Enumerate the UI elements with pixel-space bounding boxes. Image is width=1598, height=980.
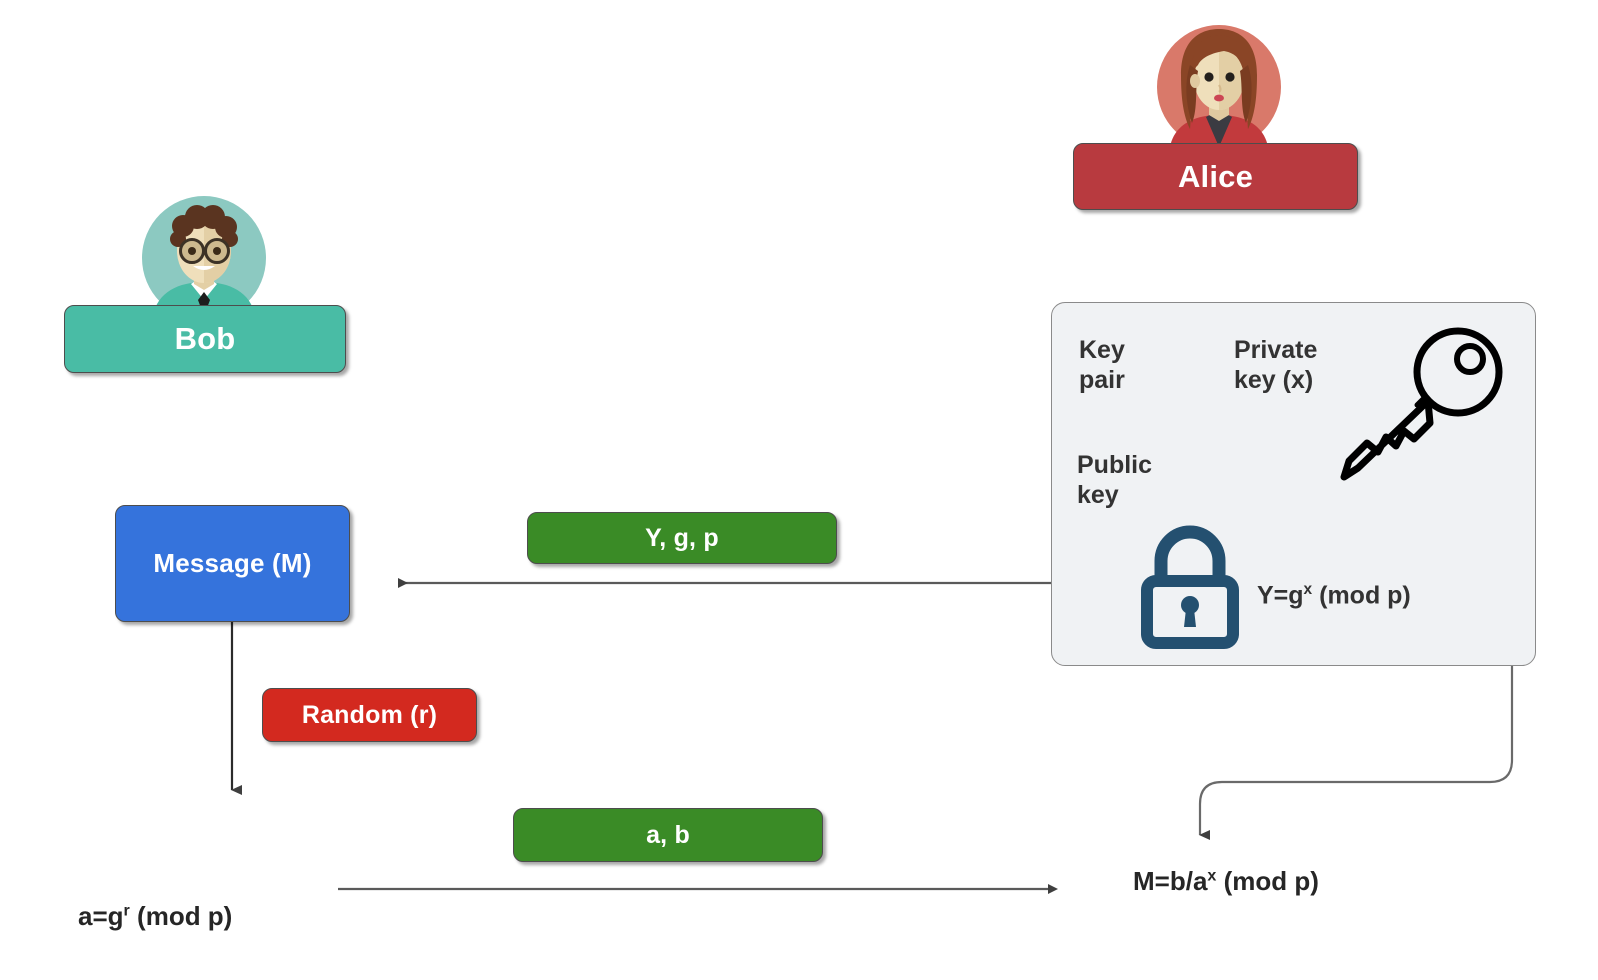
alice-label-box: Alice	[1073, 143, 1358, 210]
message-label: Message (M)	[153, 548, 312, 578]
random-box: Random (r)	[262, 688, 477, 742]
random-label: Random (r)	[301, 700, 438, 729]
bob-label-box: Bob	[64, 305, 346, 373]
decrypt-formula: M=b/ax (mod p)	[1133, 865, 1319, 898]
private-key-label: Private key (x)	[1234, 336, 1318, 394]
ciphertext-label-box: a, b	[513, 808, 823, 862]
public-key-label: Public key	[1077, 451, 1153, 509]
message-box: Message (M)	[115, 505, 350, 622]
key-pair-panel: Key pair Private key (x) Public key Y=gx…	[1051, 302, 1536, 666]
padlock-icon	[1135, 521, 1245, 649]
public-key-formula-exponent: x	[1303, 581, 1313, 598]
public-params-label-box: Y, g, p	[527, 512, 837, 564]
alice-avatar	[1154, 25, 1284, 147]
private-key-icon	[1322, 325, 1512, 485]
cipher-a-exponent: r	[123, 900, 130, 919]
cipher-a-head: a=g	[78, 900, 124, 931]
decrypt-exponent: x	[1207, 866, 1217, 885]
bob-avatar	[131, 196, 277, 316]
key-pair-label: Key pair	[1079, 336, 1125, 394]
public-params-label: Y, g, p	[645, 523, 719, 552]
decrypt-tail: (mod p)	[1216, 866, 1319, 896]
cipher-formula-a: a=gr (mod p)	[78, 900, 232, 933]
alice-label: Alice	[1177, 158, 1254, 194]
public-key-formula: Y=gx (mod p)	[1257, 581, 1411, 611]
public-key-formula-tail: (mod p)	[1312, 581, 1411, 610]
ciphertext-label: a, b	[646, 820, 690, 849]
cipher-a-tail: (mod p)	[129, 900, 233, 931]
decrypt-head: M=b/a	[1133, 866, 1208, 896]
public-key-formula-head: Y=g	[1257, 581, 1304, 610]
bob-label: Bob	[174, 321, 236, 356]
bob-cipher-formulas: a=gr (mod p) b=Yr.M	[78, 833, 232, 980]
